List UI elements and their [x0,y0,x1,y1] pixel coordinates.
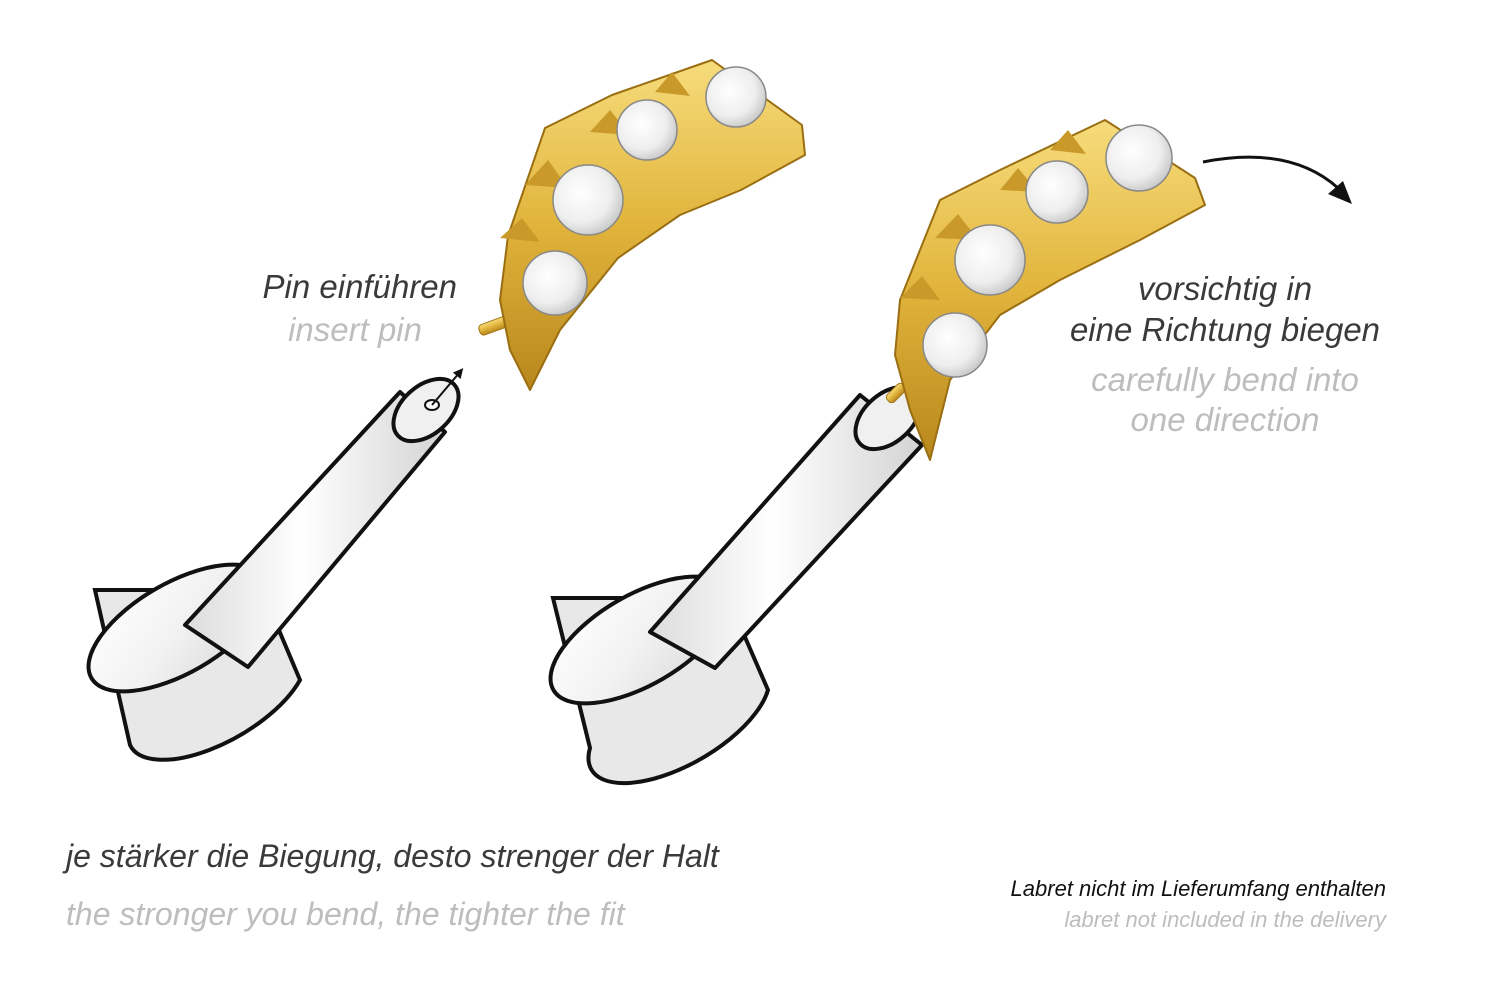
step1-label-en: insert pin [288,311,422,348]
labret-base-left [86,376,461,762]
labret-base-right [548,384,924,786]
step1-label-de: Pin einführen [262,268,457,305]
gold-attachment-right [885,119,1206,461]
disclaimer-de: Labret nicht im Lieferumfang enthalten [1010,876,1386,901]
step2-label-de-line2: eine Richtung biegen [1069,311,1381,348]
gold-attachment-left [478,59,806,391]
bend-arrow-icon [1202,155,1352,204]
step2-label-de-line1: vorsichtig in [1137,270,1313,307]
insert-arrow-icon [431,368,464,406]
step2-label-en-line2: one direction [1130,401,1320,438]
footer-note-en: the stronger you bend, the tighter the f… [66,896,625,932]
step2-label-en-line1: carefully bend into [1091,361,1359,398]
footer-note-de: je stärker die Biegung, desto strenger d… [66,838,719,874]
disclaimer-en: labret not included in the delivery [1064,907,1386,932]
